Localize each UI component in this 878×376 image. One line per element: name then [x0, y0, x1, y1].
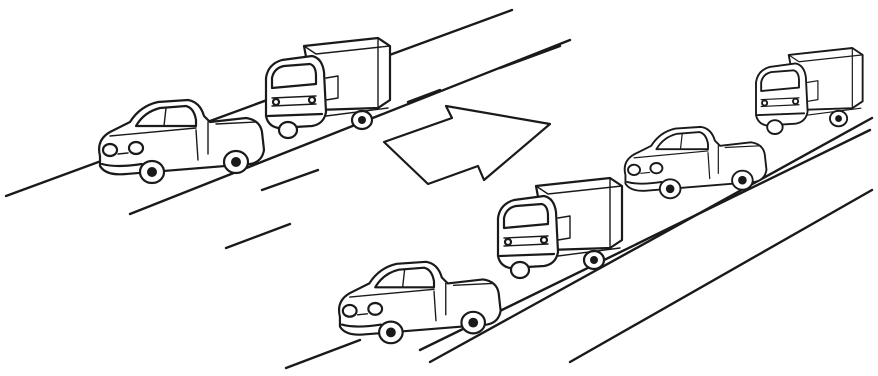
before-pickup-truck: [99, 100, 264, 183]
after-box-truck-rear: [756, 48, 863, 134]
direction-arrow: [384, 106, 550, 184]
before-box-truck: [266, 38, 390, 138]
after-pickup-truck-rear: [625, 127, 767, 198]
after-pickup-truck-front: [339, 262, 501, 343]
after-box-truck-front: [498, 178, 622, 278]
